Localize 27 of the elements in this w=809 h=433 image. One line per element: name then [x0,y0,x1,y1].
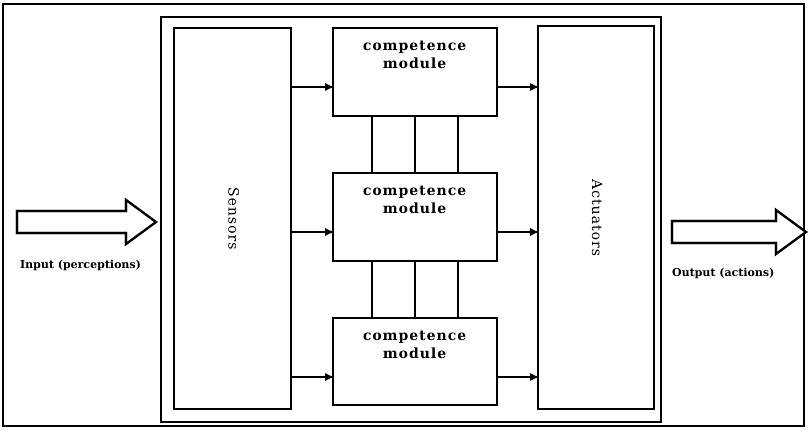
connector-line [414,117,416,172]
connector-line [371,117,373,172]
block-arrow [16,198,158,246]
connector-line [414,262,416,317]
arrow [292,373,333,381]
block-arrow [670,208,808,256]
connector-line [457,117,459,172]
module-box [332,27,498,117]
module-label: competence module [362,37,468,74]
connector-line [457,262,459,317]
agent-frame [160,16,662,423]
module-box [332,172,498,262]
component-panel [173,27,292,410]
module-label: competence module [362,182,468,218]
arrow [292,228,333,236]
module-box [332,317,498,406]
arrow [498,83,538,91]
component-panel [537,25,655,410]
edge-label: Input (perceptions) [20,258,141,272]
panel-label: Sensors [224,186,240,250]
module-label: competence module [362,327,468,364]
arrow [292,83,333,91]
arrow [498,373,538,381]
arrow [498,228,538,236]
edge-label: Output (actions) [672,266,774,280]
connector-line [371,262,373,317]
panel-label: Actuators [588,178,604,256]
